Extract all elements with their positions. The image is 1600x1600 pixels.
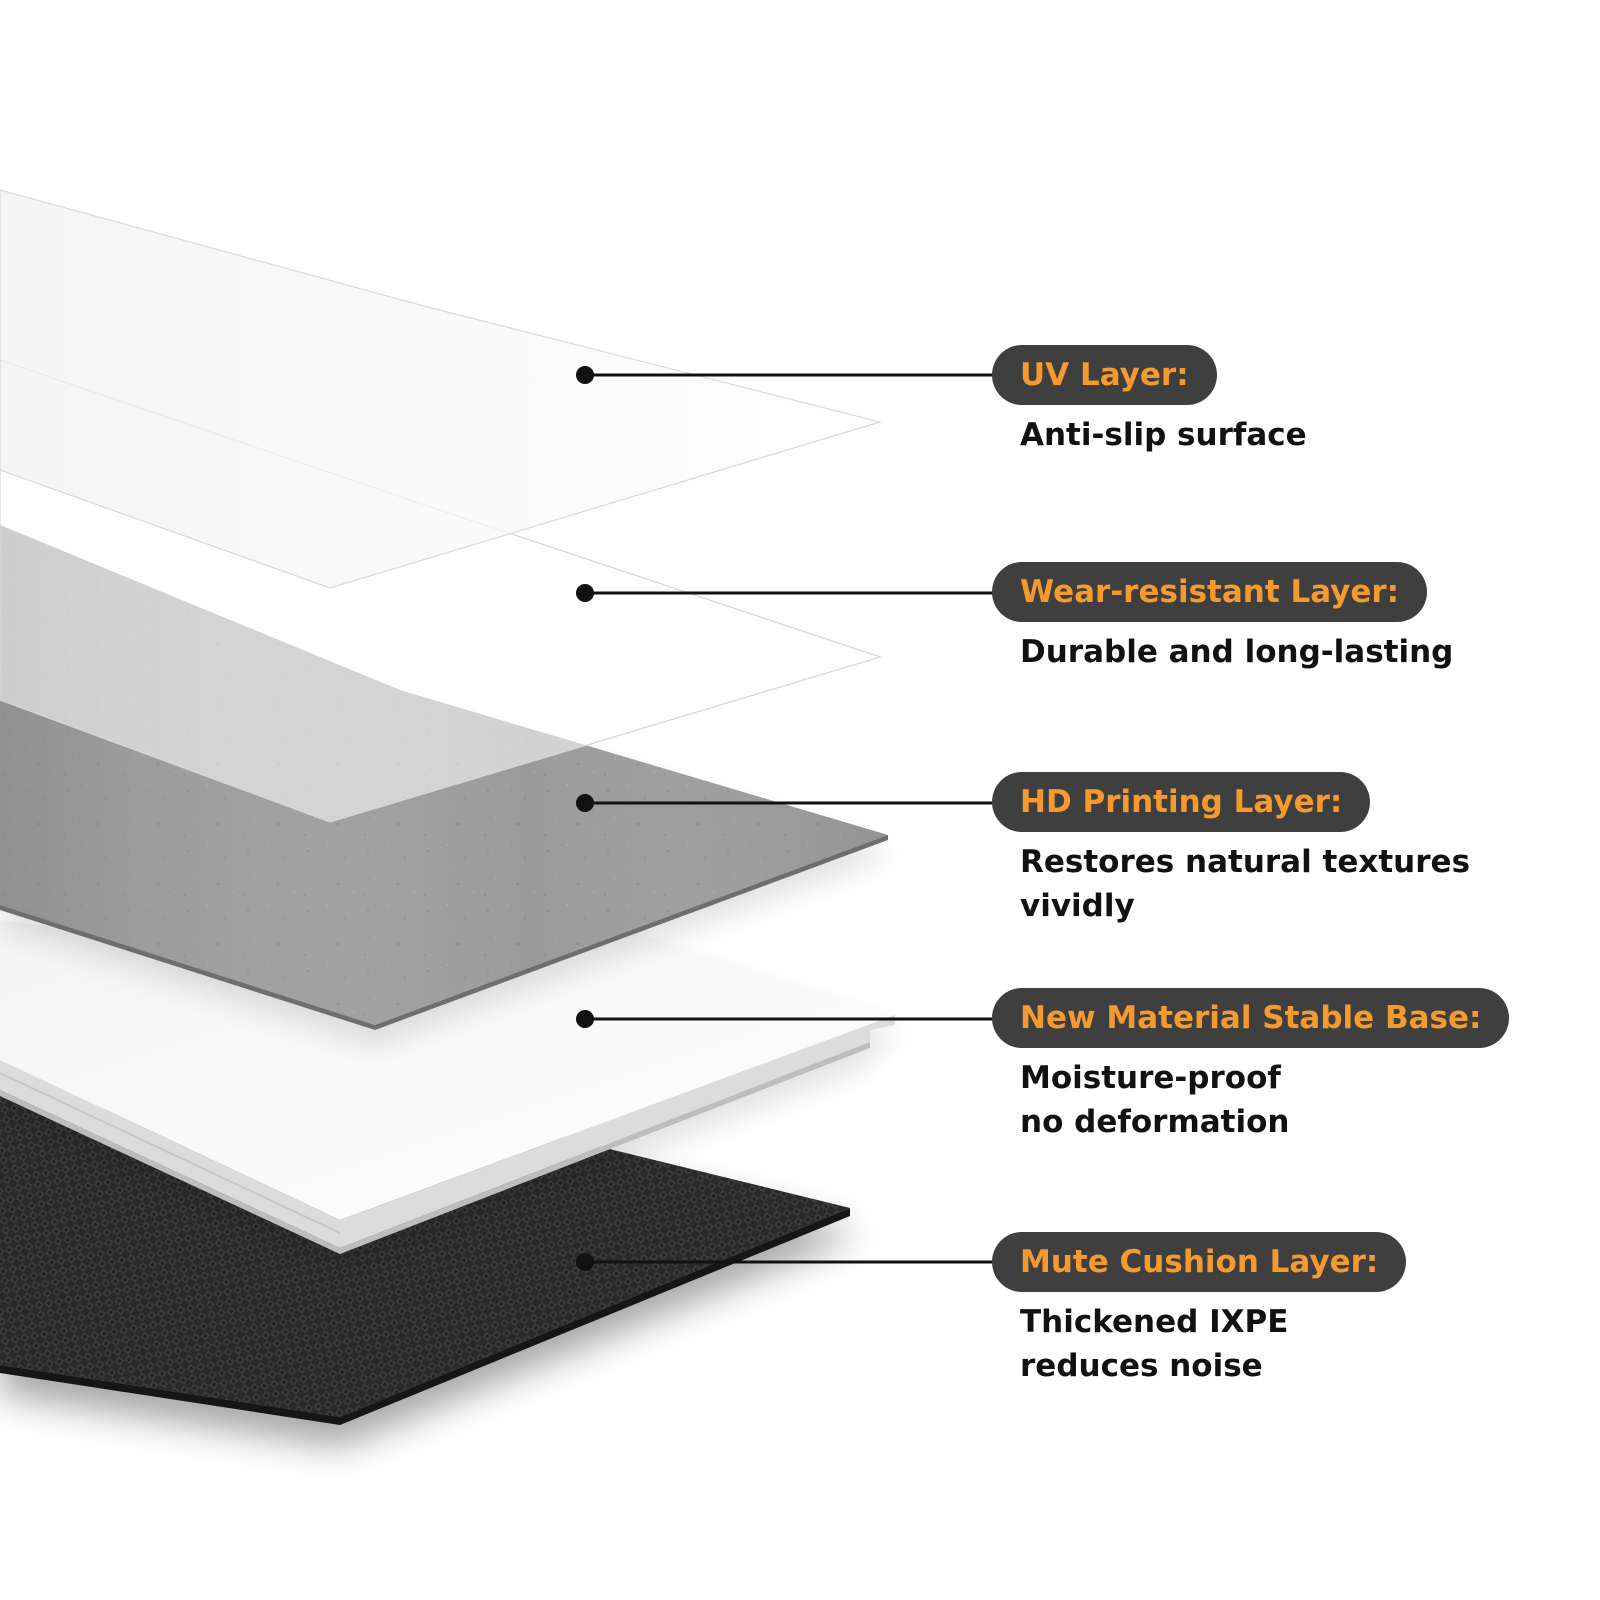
layer-label-uv: UV Layer: Anti-slip surface xyxy=(992,345,1307,457)
leader-printing xyxy=(576,794,995,812)
layer-title-pill: HD Printing Layer: xyxy=(992,772,1371,832)
layer-title-pill: UV Layer: xyxy=(992,345,1217,405)
layer-title-pill: Mute Cushion Layer: xyxy=(992,1232,1407,1292)
leader-dot-base xyxy=(576,1010,594,1028)
leader-uv xyxy=(576,366,995,384)
uv-layer-film xyxy=(0,189,883,589)
layer-description: Anti-slip surface xyxy=(1020,417,1307,453)
layer-description-line-1: Restores natural textures xyxy=(1020,844,1471,880)
layer-label-wear: Wear-resistant Layer: Durable and long-l… xyxy=(992,562,1454,674)
leader-dot-uv xyxy=(576,366,594,384)
layer-label-cushion: Mute Cushion Layer: Thickened IXPE reduc… xyxy=(992,1232,1407,1388)
layer-label-printing: HD Printing Layer: Restores natural text… xyxy=(992,772,1471,928)
layer-description-line-1: Moisture-proof xyxy=(1020,1060,1281,1096)
leader-dot-cushion xyxy=(576,1253,594,1271)
layer-title-pill: New Material Stable Base: xyxy=(992,988,1510,1048)
layer-description-line-2: reduces noise xyxy=(1020,1348,1263,1384)
leader-cushion xyxy=(576,1253,995,1271)
layer-description-line-2: no deformation xyxy=(1020,1104,1290,1140)
layer-label-base: New Material Stable Base: Moisture-proof… xyxy=(992,988,1510,1144)
layer-title-pill: Wear-resistant Layer: xyxy=(992,562,1428,622)
layer-description-line-1: Thickened IXPE xyxy=(1020,1304,1289,1340)
leader-dot-printing xyxy=(576,794,594,812)
layer-description: Durable and long-lasting xyxy=(1020,634,1454,670)
base-layer-board xyxy=(0,920,895,1254)
layer-description-line-2: vividly xyxy=(1020,888,1135,924)
leader-base xyxy=(576,1010,995,1028)
leader-wear xyxy=(576,584,995,602)
leader-dot-wear xyxy=(576,584,594,602)
